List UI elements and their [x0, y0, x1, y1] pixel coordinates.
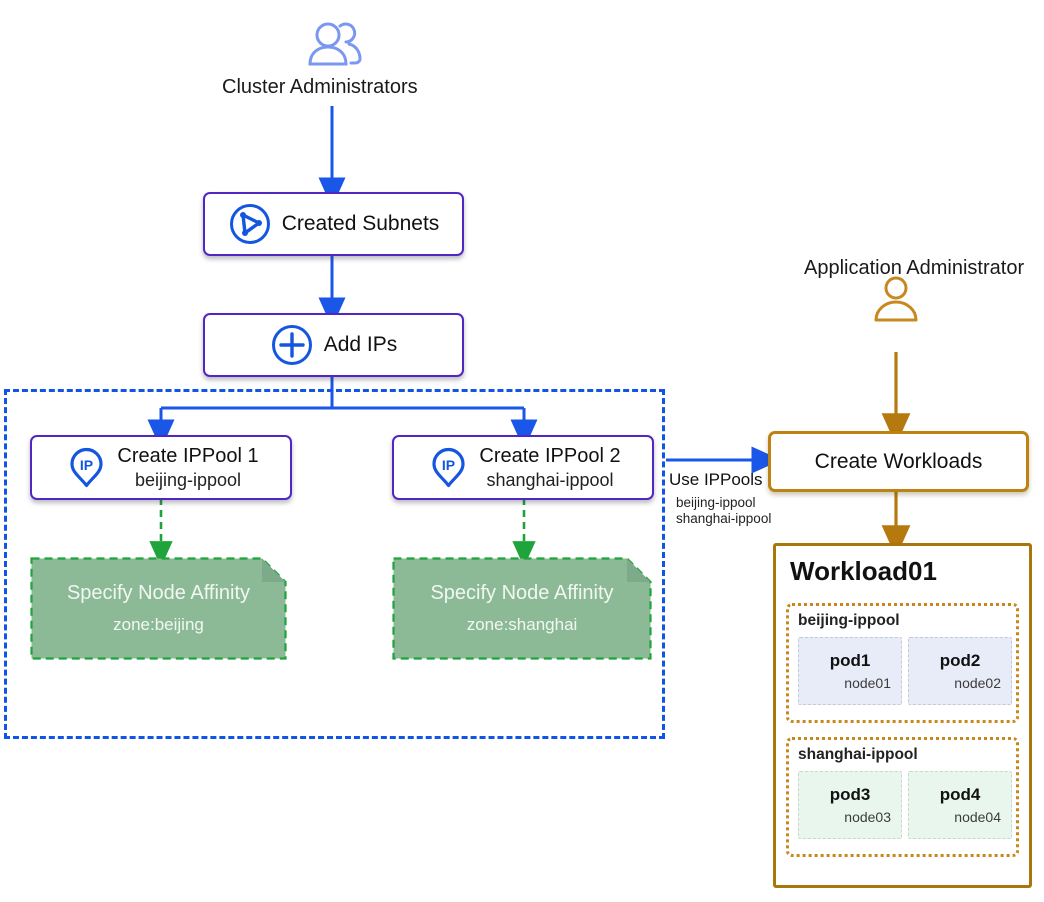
affinity-shape [30, 557, 287, 660]
pod1-node: node01 [844, 675, 891, 691]
pod3: pod3 node03 [798, 771, 902, 839]
cluster-admins-icon [308, 22, 362, 66]
node-affinity1-title: Specify Node Affinity [66, 582, 251, 604]
affinity-shape [392, 557, 652, 660]
pod1: pod1 node01 [798, 637, 902, 705]
ippool-config-zone [4, 389, 665, 739]
node-affinity2-title: Specify Node Affinity [430, 582, 614, 604]
node-affinity2-zone: zone:shanghai [466, 615, 578, 634]
app-admin-icon [874, 276, 918, 322]
svg-text:IP: IP [80, 457, 93, 473]
ip-pin-icon: IP [70, 447, 103, 487]
workload-group-shanghai-label: shanghai-ippool [798, 746, 918, 763]
cluster-admins-label: Cluster Administrators [222, 76, 418, 98]
create-workloads-label: Create Workloads [814, 449, 983, 473]
create-ippool1-box: IP Create IPPool 1 beijing-ippool [30, 435, 292, 500]
pod2-node: node02 [954, 675, 1001, 691]
create-ippool1-subtitle: beijing-ippool [134, 469, 242, 490]
add-ips-label: Add IPs [323, 333, 398, 356]
pod2-name: pod2 [939, 651, 981, 670]
use-ippools-label: Use IPPools [669, 470, 763, 489]
add-icon [271, 325, 312, 365]
use-ippools-line2: shanghai-ippool [676, 511, 772, 526]
pod3-node: node03 [844, 809, 891, 825]
create-ippool2-box: IP Create IPPool 2 shanghai-ippool [392, 435, 654, 500]
subnet-icon [229, 204, 270, 244]
create-ippool2-title: Create IPPool 2 [479, 444, 621, 467]
created-subnets-box: Created Subnets [203, 192, 464, 256]
node-affinity1-zone: zone:beijing [113, 615, 204, 634]
pod4-name: pod4 [939, 785, 981, 804]
workload-group-beijing-label: beijing-ippool [798, 612, 900, 629]
add-ips-box: Add IPs [203, 313, 464, 377]
use-ippools-line1: beijing-ippool [676, 495, 756, 510]
node-affinity1-box: Specify Node Affinity zone:beijing [30, 557, 287, 660]
create-workloads-box: Create Workloads [768, 431, 1029, 492]
pod4: pod4 node04 [908, 771, 1012, 839]
create-ippool1-title: Create IPPool 1 [117, 444, 259, 467]
pod3-name: pod3 [829, 785, 871, 804]
app-admin-label: Application Administrator [804, 257, 1025, 279]
create-ippool2-subtitle: shanghai-ippool [486, 469, 614, 490]
node-affinity2-box: Specify Node Affinity zone:shanghai [392, 557, 652, 660]
created-subnets-label: Created Subnets [281, 212, 440, 235]
pod2: pod2 node02 [908, 637, 1012, 705]
ip-pin-icon: IP [432, 447, 465, 487]
workload01-box: Workload01 beijing-ippool pod1 node01 po… [773, 543, 1032, 888]
pod4-node: node04 [954, 809, 1001, 825]
workload-group-shanghai: shanghai-ippool pod3 node03 pod4 node04 [786, 737, 1019, 857]
svg-text:IP: IP [442, 457, 455, 473]
pod1-name: pod1 [829, 651, 871, 670]
workload-group-beijing: beijing-ippool pod1 node01 pod2 node02 [786, 603, 1019, 723]
workload01-title: Workload01 [790, 556, 937, 586]
